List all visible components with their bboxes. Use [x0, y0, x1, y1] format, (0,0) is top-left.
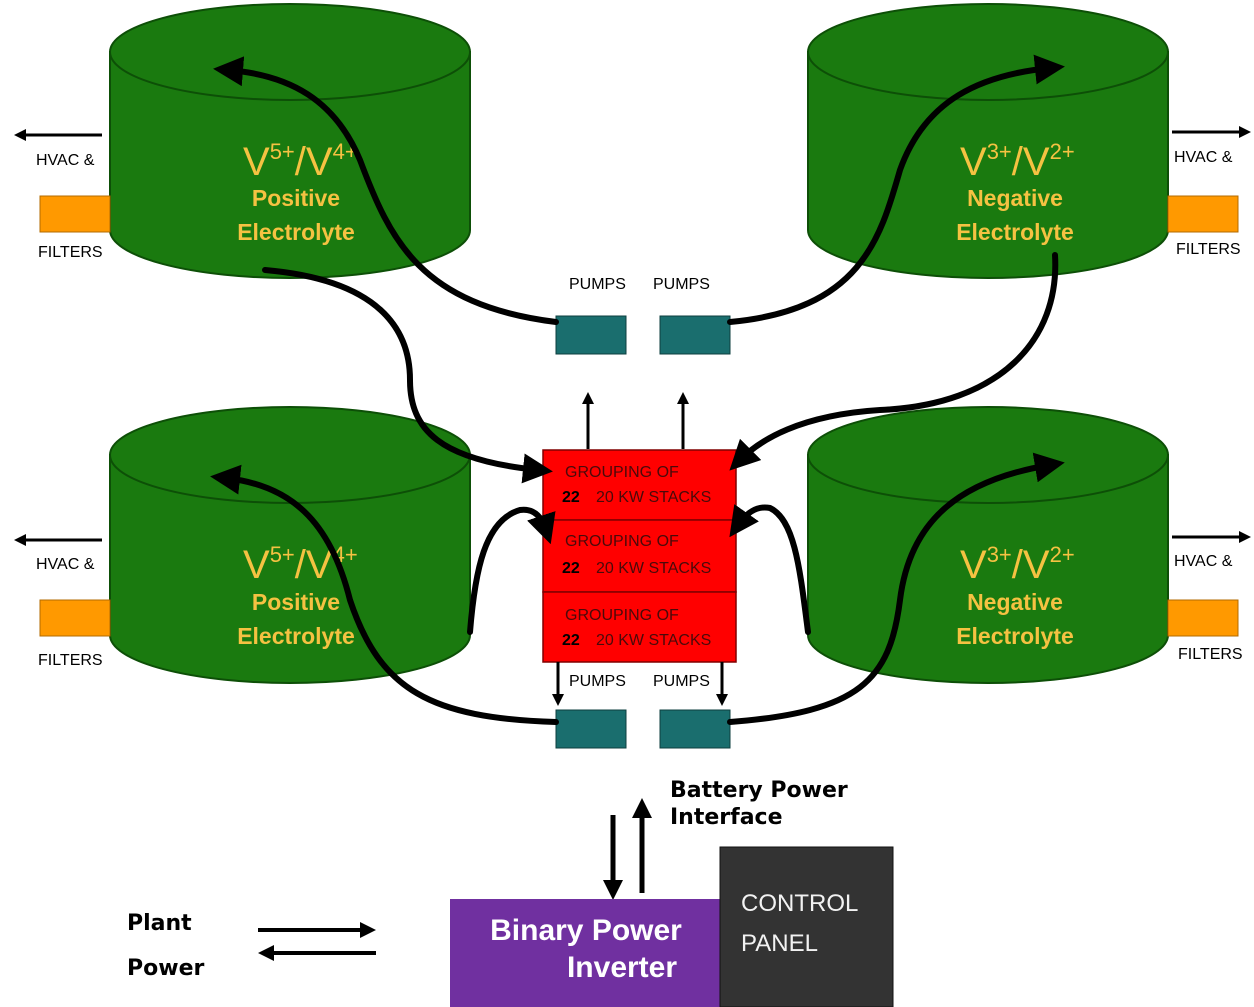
filters-label: FILTERS: [38, 652, 103, 669]
svg-text:20 KW STACKS: 20 KW STACKS: [596, 560, 711, 577]
svg-text:V3+/V2+: V3+/V2+: [960, 542, 1075, 587]
flow-curve: [727, 54, 1065, 325]
filters-label: FILTERS: [38, 244, 103, 261]
svg-text:22: 22: [562, 489, 580, 506]
flow-curve: [213, 56, 559, 325]
tank-label-line1: Positive: [252, 185, 340, 211]
hvac-label: HVAC &: [36, 152, 95, 169]
hvac-left-top: HVAC & FILTERS: [13, 129, 111, 261]
filter-box: [39, 599, 111, 637]
pump-box: [659, 315, 731, 355]
flow-curve: [729, 504, 811, 635]
svg-text:Inverter: Inverter: [567, 951, 677, 984]
tank-label-line2: Electrolyte: [956, 623, 1074, 649]
pumps-top: PUMPS PUMPS: [555, 276, 731, 355]
svg-text:V5+/V4+: V5+/V4+: [243, 139, 358, 184]
battery-interface-line2: Interface: [670, 805, 783, 830]
flow-curve: [467, 506, 556, 635]
flow-curve: [729, 252, 1059, 471]
svg-text:GROUPING OF: GROUPING OF: [565, 607, 679, 624]
svg-text:20 KW STACKS: 20 KW STACKS: [596, 489, 711, 506]
pump-box: [555, 709, 627, 749]
hvac-label: HVAC &: [1174, 553, 1233, 570]
flow-curve: [727, 452, 1065, 725]
hvac-left-bottom: HVAC & FILTERS: [13, 534, 111, 669]
tank-label-line1: Negative: [967, 185, 1063, 211]
binary-power-inverter: Binary Power Inverter: [450, 899, 722, 1007]
svg-text:V5+/V4+: V5+/V4+: [243, 542, 358, 587]
tank-label-line1: Negative: [967, 589, 1063, 615]
pump-box: [555, 315, 627, 355]
hvac-label: HVAC &: [1174, 149, 1233, 166]
svg-text:V3+/V2+: V3+/V2+: [960, 139, 1075, 184]
plant-power-line2: Power: [127, 956, 204, 981]
pump-box: [659, 709, 731, 749]
hvac-right-top: HVAC & FILTERS: [1167, 126, 1251, 258]
svg-text:GROUPING OF: GROUPING OF: [565, 533, 679, 550]
pumps-label: PUMPS: [653, 673, 710, 690]
tank-negative-bottom: V3+/V2+ Negative Electrolyte: [807, 406, 1169, 684]
tank-label-line1: Positive: [252, 589, 340, 615]
svg-text:22: 22: [562, 560, 580, 577]
svg-text:CONTROL: CONTROL: [741, 890, 858, 917]
tank-ion: V: [243, 140, 270, 184]
filter-box: [1167, 195, 1239, 233]
svg-text:GROUPING OF: GROUPING OF: [565, 464, 679, 481]
battery-interface-line1: Battery Power: [670, 778, 848, 803]
tank-label-line2: Electrolyte: [237, 219, 355, 245]
flow-curve: [262, 267, 553, 484]
pumps-label: PUMPS: [569, 673, 626, 690]
svg-text:20 KW STACKS: 20 KW STACKS: [596, 632, 711, 649]
tank-label-line2: Electrolyte: [956, 219, 1074, 245]
pumps-bottom: PUMPS PUMPS: [555, 673, 731, 749]
control-panel: CONTROL PANEL: [719, 846, 894, 1007]
plant-power-line1: Plant: [127, 911, 192, 936]
flow-curve: [210, 464, 559, 725]
stack-group-3: GROUPING OF 22 20 KW STACKS: [542, 591, 737, 663]
tank-negative-top: V3+/V2+ Negative Electrolyte: [807, 3, 1169, 279]
tank-positive-bottom: V5+/V4+ Positive Electrolyte: [109, 406, 471, 684]
svg-text:PANEL: PANEL: [741, 930, 818, 957]
filter-box: [39, 195, 111, 233]
svg-text:Binary Power: Binary Power: [490, 914, 682, 947]
svg-text:22: 22: [562, 632, 580, 649]
tank-positive-top: V5+/V4+ Positive Electrolyte: [109, 3, 471, 279]
pumps-label: PUMPS: [569, 276, 626, 293]
tank-label-line2: Electrolyte: [237, 623, 355, 649]
filter-box: [1167, 599, 1239, 637]
hvac-label: HVAC &: [36, 556, 95, 573]
stack-group-2: GROUPING OF 22 20 KW STACKS: [542, 519, 737, 593]
hvac-right-bottom: HVAC & FILTERS: [1167, 531, 1251, 663]
filters-label: FILTERS: [1176, 241, 1241, 258]
filters-label: FILTERS: [1178, 646, 1243, 663]
stack-group-1: GROUPING OF 22 20 KW STACKS: [542, 449, 737, 521]
pumps-label: PUMPS: [653, 276, 710, 293]
